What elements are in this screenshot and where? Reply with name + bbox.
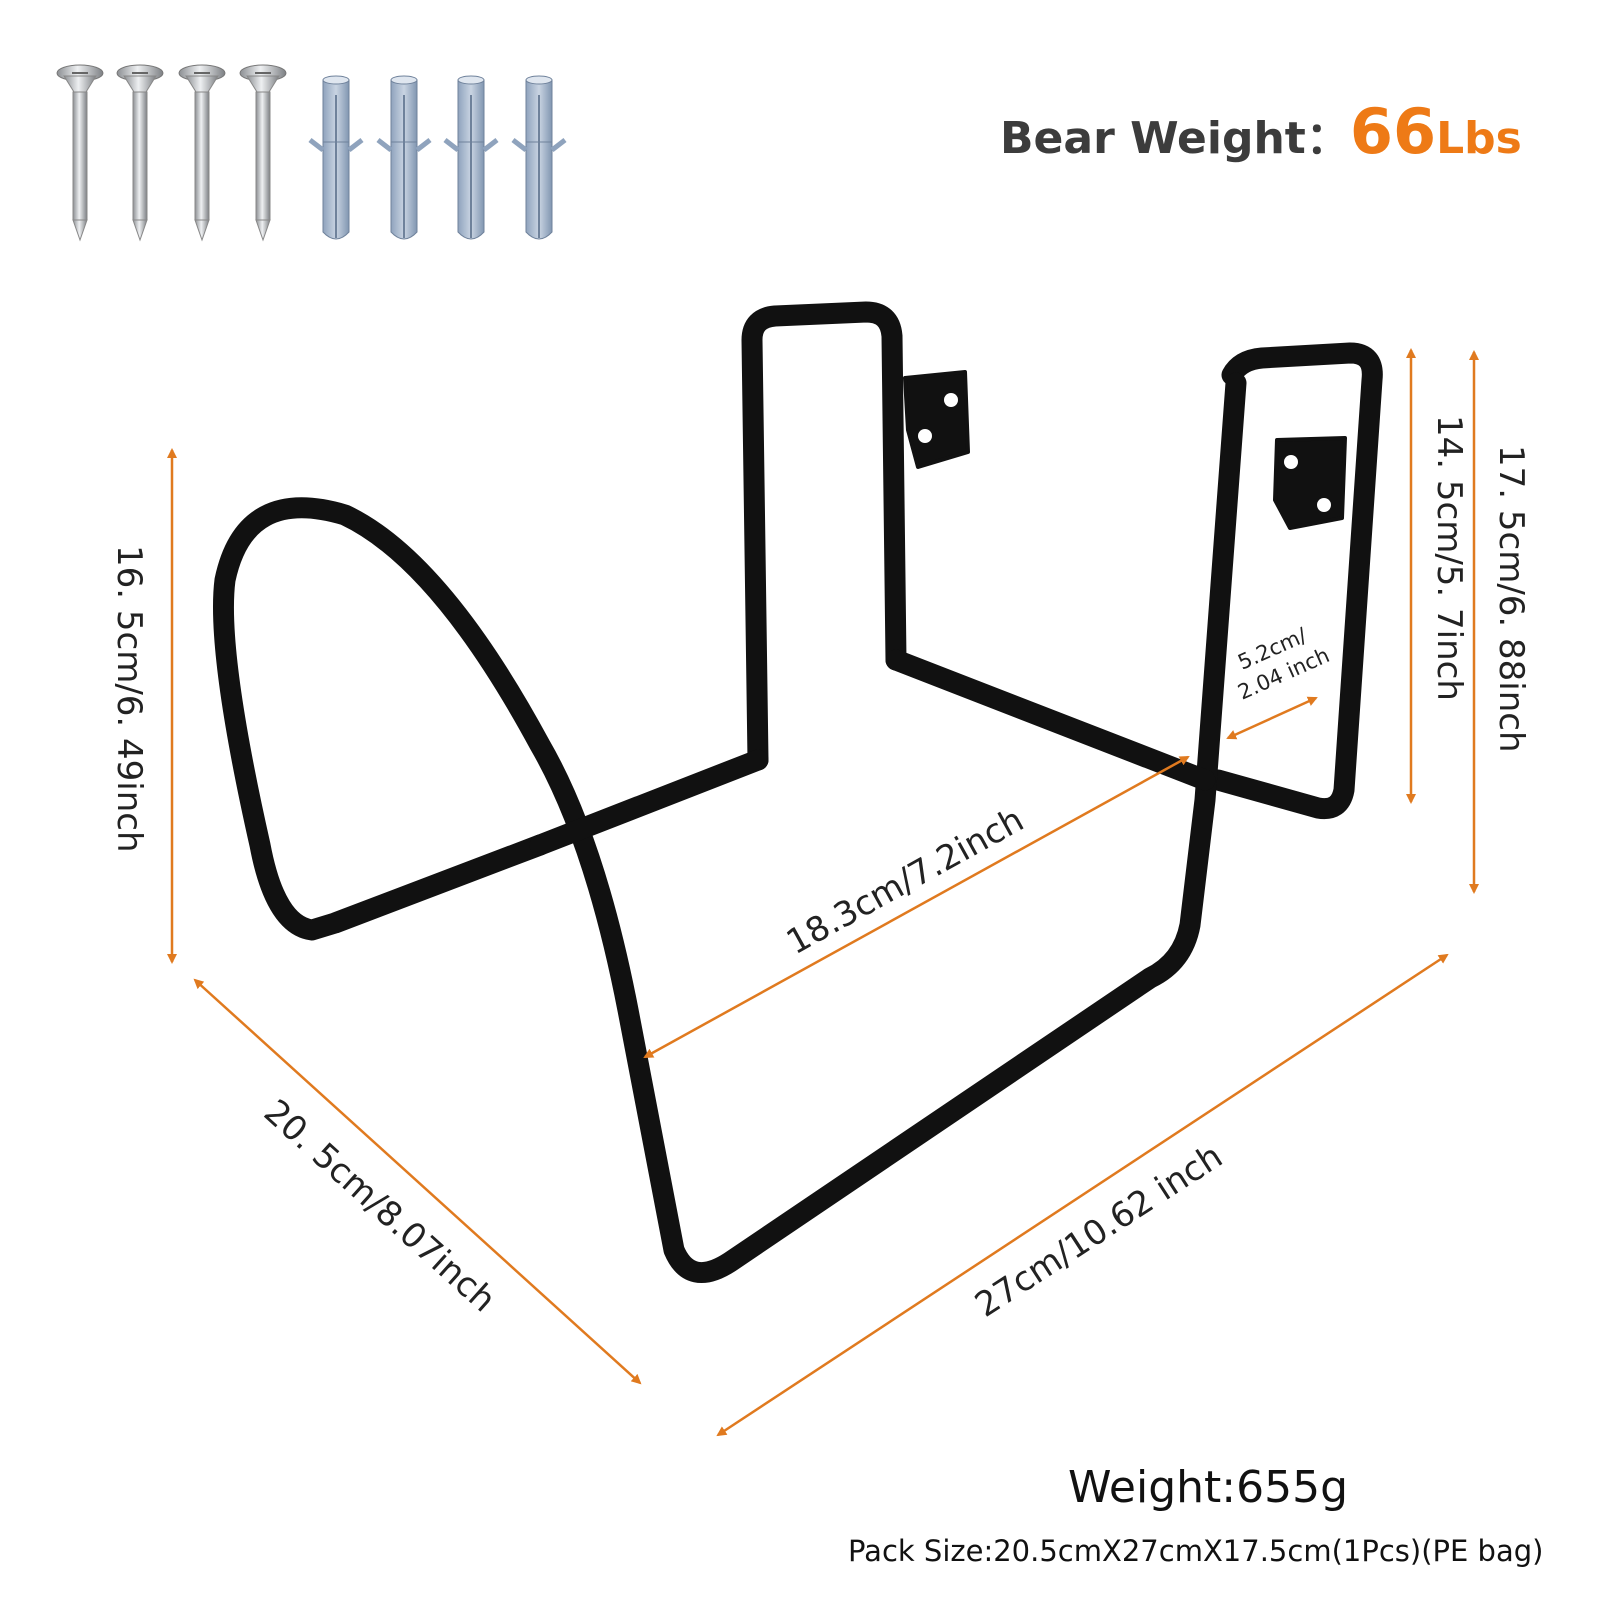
dim-back-height: 14. 5cm/5. 7inch [1429, 415, 1469, 701]
screw-icon [116, 64, 164, 242]
dimension-arrows [167, 348, 1479, 1437]
bear-weight: Bear Weight：66Lbs [1000, 95, 1522, 168]
anchors-group [308, 75, 567, 240]
bear-weight-value: 66 [1349, 95, 1437, 168]
arrow-plate-width [1226, 696, 1318, 740]
screw-icon [178, 64, 226, 242]
dim-left-height: 16. 5cm/6. 49inch [109, 545, 149, 853]
bear-weight-unit: Lbs [1436, 113, 1522, 164]
wall-anchor-icon [511, 75, 567, 240]
screw-icon [56, 64, 104, 242]
wall-anchor-icon [376, 75, 432, 240]
wall-anchor-icon [443, 75, 499, 240]
dim-total-height: 17. 5cm/6. 88inch [1491, 445, 1531, 753]
screws-group [56, 64, 287, 242]
product-weight: Weight:655g [1068, 1462, 1349, 1513]
arrow-depth [193, 978, 642, 1385]
bear-weight-label: Bear Weight： [1000, 113, 1350, 164]
dim-depth: 20. 5cm/8.07inch [256, 1092, 503, 1320]
pack-size: Pack Size:20.5cmX27cmX17.5cm(1Pcs)(PE ba… [848, 1534, 1544, 1568]
arrow-width [716, 953, 1449, 1437]
dim-inner-depth: 18.3cm/7.2inch [780, 800, 1031, 963]
wall-anchor-icon [308, 75, 364, 240]
hose-rack-frame [212, 301, 1383, 1283]
dim-width: 27cm/10.62 inch [968, 1136, 1230, 1325]
screw-icon [239, 64, 287, 242]
